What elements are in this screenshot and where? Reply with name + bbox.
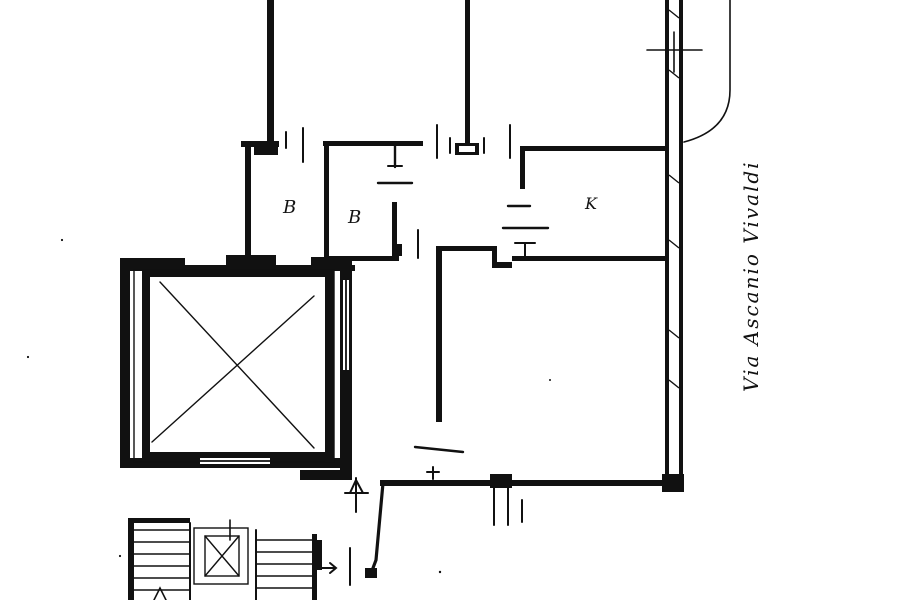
lower-walls	[344, 466, 684, 586]
street-curve	[646, 0, 731, 143]
core-block	[120, 258, 355, 480]
room-label-bath-1: B	[282, 197, 296, 218]
upper-walls	[267, 0, 683, 492]
street-name-label: Via Ascanio Vivaldi	[739, 160, 763, 392]
room-label-bath-2: B	[347, 207, 361, 228]
interior-walls	[241, 124, 667, 454]
staircase	[128, 518, 338, 600]
room-label-kitchen: K	[584, 194, 598, 213]
ink-specks	[26, 238, 551, 574]
